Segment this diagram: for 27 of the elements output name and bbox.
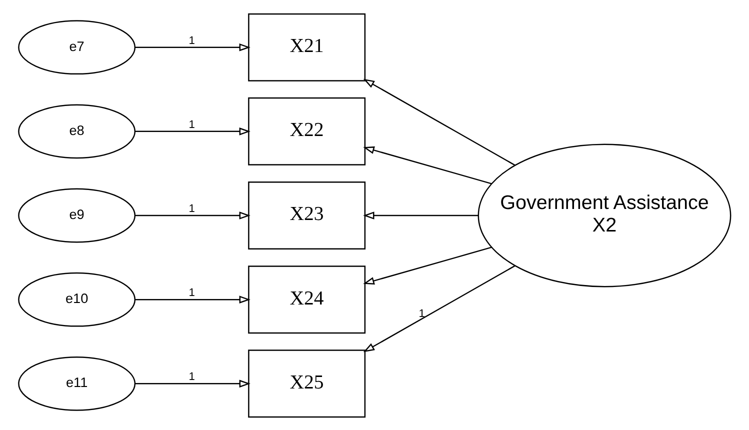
arrow: [135, 379, 250, 388]
node-box: X24: [248, 265, 366, 334]
node-ellipse: Government Assistance X2: [478, 143, 732, 287]
arrow: [363, 264, 516, 352]
node-ellipse: e7: [18, 20, 136, 74]
arrow: [363, 146, 492, 184]
edge-label: 1: [188, 34, 195, 46]
arrow: [135, 295, 250, 303]
edge-label: 1: [418, 308, 425, 320]
node-box: X23: [248, 181, 366, 249]
node-box: X21: [248, 12, 366, 81]
node-ellipse: e8: [18, 104, 136, 158]
arrow: [135, 42, 250, 51]
node-box: X22: [248, 96, 366, 165]
node-ellipse: e11: [18, 356, 136, 410]
node-ellipse: e10: [18, 272, 136, 326]
arrow: [135, 127, 250, 135]
edge-label: 1: [188, 202, 195, 215]
edge-label: 1: [188, 118, 195, 130]
node-ellipse: e9: [18, 188, 136, 242]
edge-label: 1: [188, 286, 195, 299]
arrow: [135, 211, 250, 219]
arrow: [363, 246, 492, 284]
arrow: [363, 78, 516, 166]
edge-label: 1: [188, 370, 195, 383]
arrow: [363, 211, 479, 219]
node-box: X25: [248, 349, 366, 418]
